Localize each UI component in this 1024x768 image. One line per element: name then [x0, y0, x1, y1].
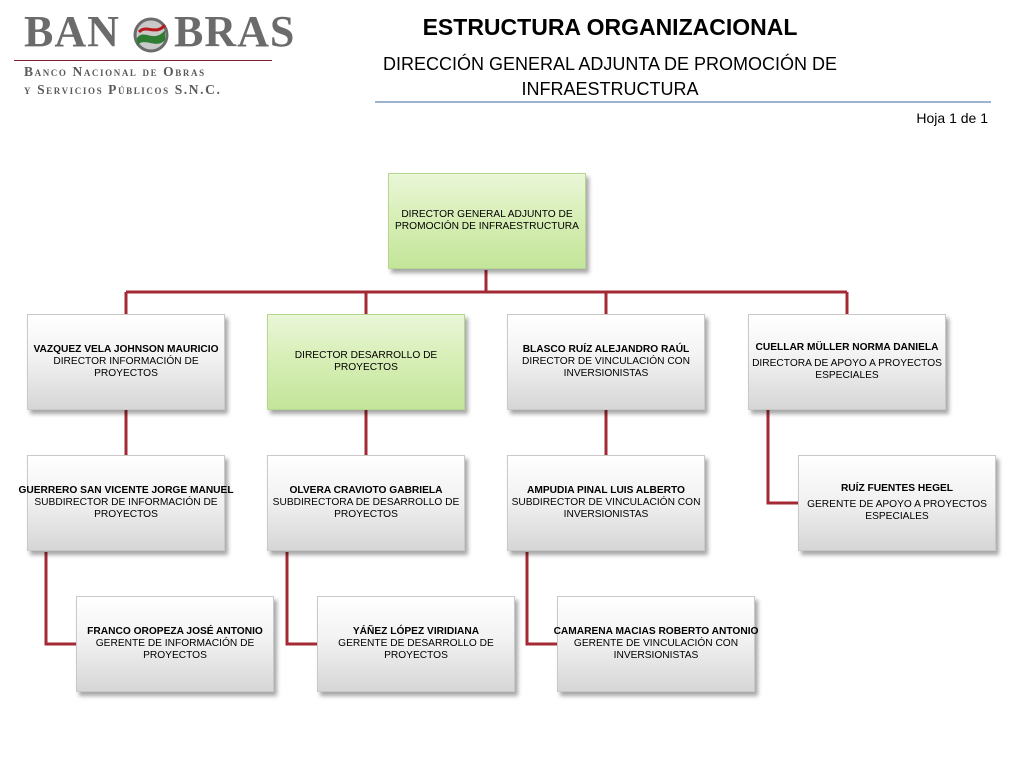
org-box-manager: YÁÑEZ LÓPEZ VIRIDIANA GERENTE DE DESARRO… — [317, 596, 515, 692]
org-box-role: GERENTE DE DESARROLLO DE PROYECTOS — [338, 638, 494, 661]
connector-sub-2-to-manager — [285, 552, 317, 646]
org-box-name: YÁÑEZ LÓPEZ VIRIDIANA — [352, 626, 480, 637]
org-box-name: CAMARENA MACIAS ROBERTO ANTONIO — [553, 626, 759, 637]
org-box-role: DIRECTOR DESARROLLO DE PROYECTOS — [294, 350, 438, 373]
logo-subtitle-line1: Banco Nacional de Obras — [24, 64, 206, 79]
page-title: ESTRUCTURA ORGANIZACIONAL — [422, 14, 798, 40]
org-box-director: VAZQUEZ VELA JOHNSON MAURICIO DIRECTOR I… — [27, 314, 225, 410]
logo-subtitle-line2: y Servicios Públicos S.N.C. — [24, 82, 222, 97]
org-box-manager: FRANCO OROPEZA JOSÉ ANTONIO GERENTE DE I… — [76, 596, 274, 692]
org-box-role: SUBDIRECTOR DE INFORMACIÓN DE PROYECTOS — [34, 497, 218, 520]
org-box-role: SUBDIRECTOR DE VINCULACIÓN CON INVERSION… — [511, 497, 701, 520]
banobras-logo: BAN BRAS Banco Nacional de Obras y Servi… — [14, 7, 294, 98]
org-box-role: DIRECTOR GENERAL ADJUNTO DE PROMOCIÓN DE… — [395, 209, 579, 232]
org-box-role: DIRECTOR INFORMACIÓN DE PROYECTOS — [53, 356, 199, 379]
org-box-name: BLASCO RUÍZ ALEJANDRO RAÚL — [522, 344, 690, 355]
org-box-role: DIRECTORA DE APOYO A PROYECTOS ESPECIALE… — [752, 358, 942, 381]
connector-sub-1-to-manager — [44, 552, 76, 646]
logo-word-right: BRAS — [174, 7, 296, 56]
org-box-name: VAZQUEZ VELA JOHNSON MAURICIO — [33, 344, 219, 355]
org-box-role: DIRECTOR DE VINCULACIÓN CON INVERSIONIST… — [522, 356, 690, 379]
org-box-role: SUBDIRECTORA DE DESARROLLO DE PROYECTOS — [272, 497, 460, 520]
header-divider — [375, 101, 991, 103]
connector-sub-3-to-manager — [525, 552, 557, 646]
org-box-manager: CAMARENA MACIAS ROBERTO ANTONIO GERENTE … — [554, 596, 758, 692]
org-box-name: GUERRERO SAN VICENTE JORGE MANUEL — [18, 485, 234, 496]
sheet-indicator: Hoja 1 de 1 — [916, 110, 988, 126]
org-box-subdirector: OLVERA CRAVIOTO GABRIELA SUBDIRECTORA DE… — [267, 455, 465, 551]
org-box-role: GERENTE DE VINCULACIÓN CON INVERSIONISTA… — [573, 638, 739, 661]
org-box-name: AMPUDIA PINAL LUIS ALBERTO — [527, 485, 685, 496]
org-box-name: CUELLAR MÜLLER NORMA DANIELA — [755, 342, 939, 353]
logo-divider — [14, 60, 272, 61]
org-box-subdirector: GUERRERO SAN VICENTE JORGE MANUEL SUBDIR… — [18, 455, 234, 551]
org-box-director: BLASCO RUÍZ ALEJANDRO RAÚL DIRECTOR DE V… — [507, 314, 705, 410]
logo-word-left: BAN — [24, 7, 120, 56]
connector-director-4-to-manager — [766, 410, 798, 505]
org-box-subdirector: AMPUDIA PINAL LUIS ALBERTO SUBDIRECTOR D… — [507, 455, 705, 551]
page-subtitle: DIRECCIÓN GENERAL ADJUNTA DE PROMOCIÓN D… — [382, 54, 838, 99]
org-box-director: DIRECTOR DESARROLLO DE PROYECTOS — [267, 314, 465, 410]
org-box-role: GERENTE DE APOYO A PROYECTOS ESPECIALES — [807, 499, 987, 522]
org-box-name: OLVERA CRAVIOTO GABRIELA — [289, 485, 443, 496]
logo-emblem-icon — [133, 17, 169, 53]
org-box-role: GERENTE DE INFORMACIÓN DE PROYECTOS — [95, 638, 255, 661]
org-box-director: CUELLAR MÜLLER NORMA DANIELA DIRECTORA D… — [748, 314, 946, 410]
org-box-name: FRANCO OROPEZA JOSÉ ANTONIO — [87, 626, 263, 637]
org-box-name: RUÍZ FUENTES HEGEL — [840, 483, 954, 494]
org-box-manager-special: RUÍZ FUENTES HEGEL GERENTE DE APOYO A PR… — [798, 455, 996, 551]
org-box-top: DIRECTOR GENERAL ADJUNTO DE PROMOCIÓN DE… — [388, 173, 586, 269]
